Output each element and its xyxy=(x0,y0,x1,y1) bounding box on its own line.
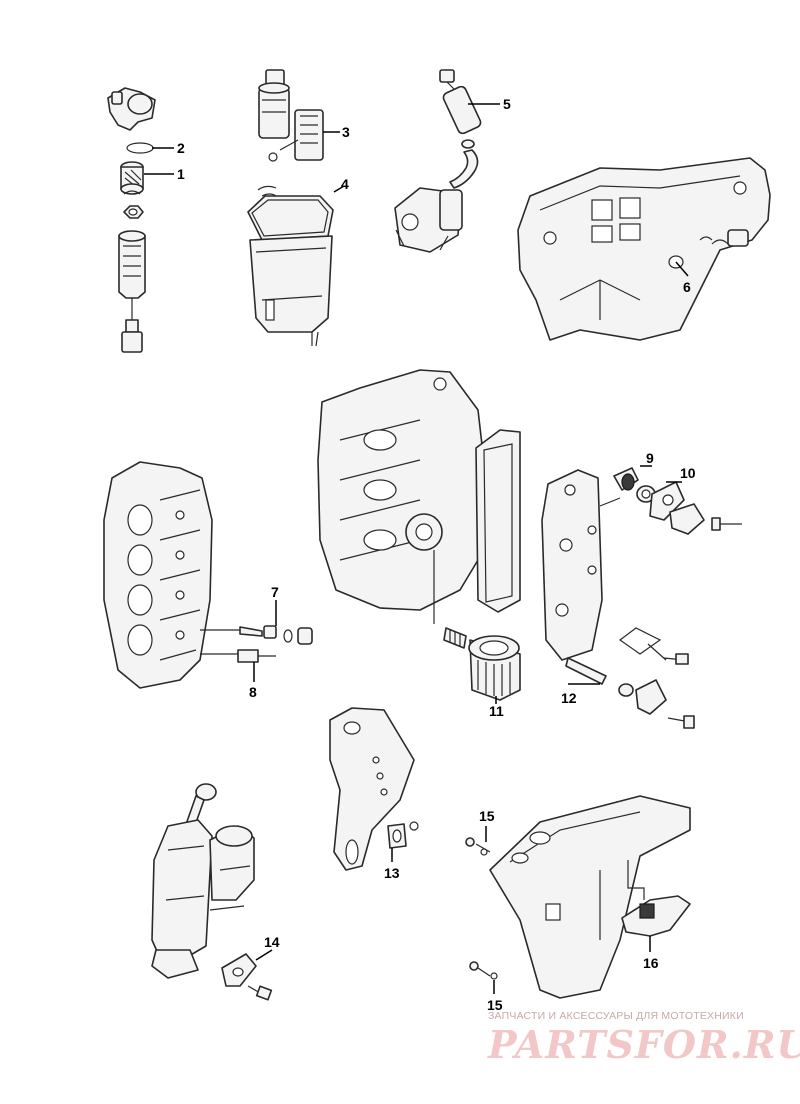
watermark-logo: PARTSFOR.RU xyxy=(488,1022,800,1067)
callout-11: 11 xyxy=(489,703,504,719)
callout-7: 7 xyxy=(271,584,279,600)
callout-6: 6 xyxy=(683,279,691,295)
callout-numbers: 1 2 3 4 5 6 7 8 9 10 11 12 13 14 15 15 1… xyxy=(177,96,696,1013)
fuel-pump-hose xyxy=(394,69,482,253)
callout-1: 1 xyxy=(177,166,185,182)
callout-9: 9 xyxy=(646,450,654,466)
callout-3: 3 xyxy=(342,124,350,140)
callout-14: 14 xyxy=(264,934,280,950)
callout-4: 4 xyxy=(341,176,349,192)
callout-8: 8 xyxy=(249,684,257,700)
callout-12: 12 xyxy=(561,690,577,706)
steering-bracket xyxy=(329,707,419,871)
tilt-trim-unit xyxy=(151,783,273,1001)
cylinder-head xyxy=(103,461,313,689)
gear-case xyxy=(465,795,691,999)
callout-15-lower: 15 xyxy=(487,997,503,1013)
exhaust-plate xyxy=(541,467,742,729)
fuel-pump xyxy=(258,69,324,162)
oil-filter xyxy=(443,627,521,701)
fuel-filter-assembly xyxy=(107,87,156,353)
callout-15-upper: 15 xyxy=(479,808,495,824)
callout-10: 10 xyxy=(680,465,696,481)
o-ring xyxy=(126,142,154,154)
callout-13: 13 xyxy=(384,865,400,881)
watermark-tagline: ЗАПЧАСТИ И АКСЕССУАРЫ ДЛЯ МОТОТЕХНИКИ xyxy=(488,1010,744,1022)
cylinder-block-center xyxy=(317,369,521,624)
callout-16: 16 xyxy=(643,955,659,971)
callout-2: 2 xyxy=(177,140,185,156)
vapor-separator-tank xyxy=(247,185,334,347)
callout-5: 5 xyxy=(503,96,511,112)
cylinder-block-upper xyxy=(517,157,771,341)
callout-leaders xyxy=(144,103,689,994)
